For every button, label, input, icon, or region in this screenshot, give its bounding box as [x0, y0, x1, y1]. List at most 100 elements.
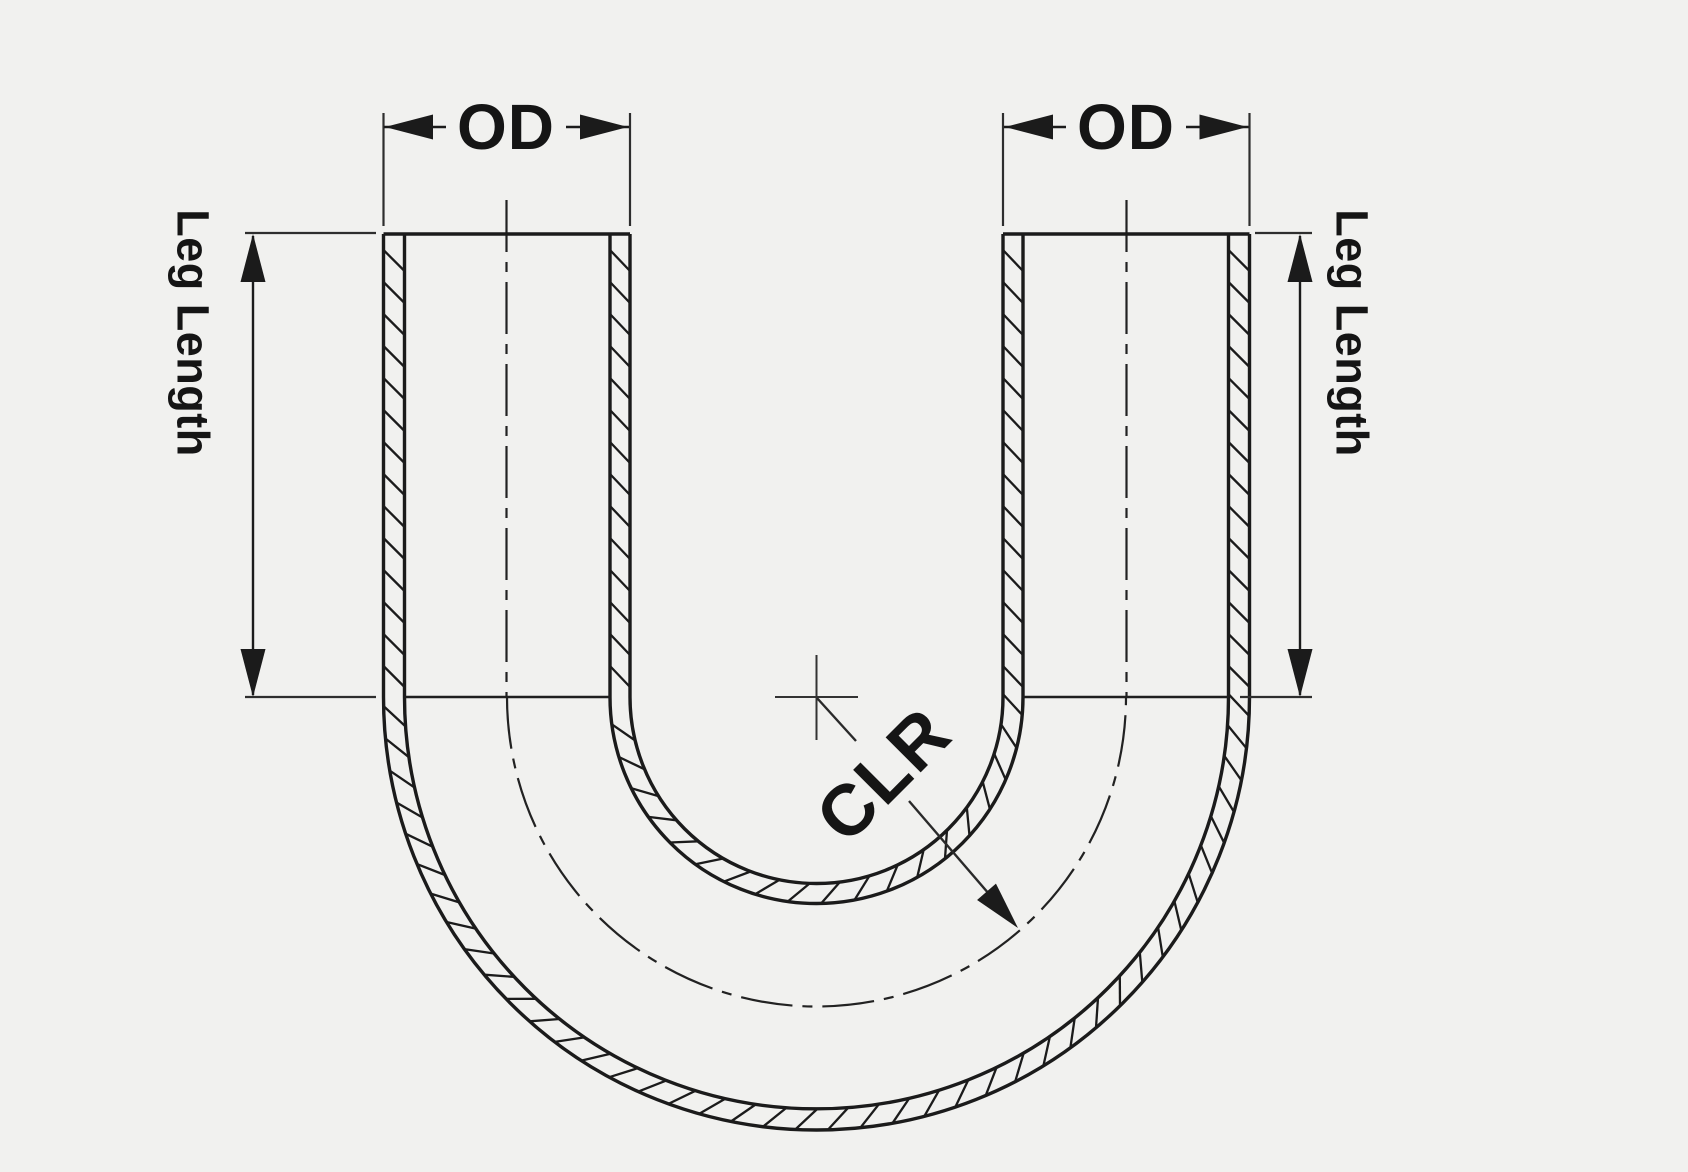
- hatch-mark: [730, 1103, 757, 1123]
- hatch-mark: [1227, 505, 1251, 528]
- hatch-mark: [1002, 409, 1024, 432]
- hatch-mark: [609, 377, 631, 400]
- hatch-mark: [1217, 785, 1235, 813]
- tube-outer-edge: [381, 234, 1252, 1132]
- dimension-arrow-icon: [977, 883, 1028, 937]
- hatch-mark: [1002, 665, 1024, 688]
- hatch-mark: [581, 1052, 611, 1062]
- hatch-mark: [695, 857, 724, 866]
- hatch-mark: [1187, 873, 1199, 903]
- dimension-arrow-icon: [1287, 234, 1313, 282]
- hatch-mark: [984, 1067, 998, 1097]
- hatch-mark: [965, 807, 971, 836]
- hatch-mark: [609, 601, 631, 624]
- hatch-mark: [981, 781, 992, 810]
- hatch-mark: [923, 1089, 940, 1117]
- hatch-mark: [609, 633, 631, 656]
- hatch-mark: [630, 787, 659, 798]
- hatch-mark: [637, 1079, 667, 1093]
- hatch-mark: [384, 737, 410, 759]
- hatch-mark: [446, 920, 476, 930]
- hatch-mark: [609, 345, 631, 368]
- od-label-left: OD: [457, 91, 555, 163]
- hatch-mark: [1002, 537, 1024, 560]
- hatch-mark: [1156, 927, 1164, 958]
- hatch-mark: [1002, 345, 1024, 368]
- hatch-mark: [382, 441, 406, 464]
- hatch-mark: [667, 1089, 696, 1105]
- hatch-mark: [1002, 473, 1024, 496]
- hatch-mark: [382, 345, 406, 368]
- hatch-mark: [794, 1108, 818, 1131]
- bend-centerline-arc: [505, 696, 1128, 1008]
- hatch-mark: [885, 864, 899, 892]
- hatch-mark: [1013, 1052, 1025, 1083]
- hatch-mark: [1227, 441, 1251, 464]
- hatch-mark: [1227, 601, 1251, 624]
- hatch-mark: [382, 705, 407, 728]
- hatch-mark: [609, 281, 631, 304]
- hatch-mark: [1069, 1017, 1076, 1048]
- hatch-mark: [382, 633, 406, 656]
- hatch-mark: [1223, 755, 1243, 782]
- hatch-mark: [859, 1103, 880, 1129]
- leg-length-dimension-right: Leg Length: [1287, 209, 1378, 697]
- hatch-mark: [609, 441, 631, 464]
- od-right-text-mask: [1066, 98, 1186, 154]
- leg-length-label-right: Leg Length: [1327, 209, 1378, 456]
- hatch-mark: [1002, 249, 1024, 272]
- hatch-mark: [1227, 537, 1251, 560]
- hatch-mark: [1227, 409, 1251, 432]
- hatch-mark: [1227, 665, 1251, 688]
- hatch-mark: [891, 1097, 911, 1124]
- hatch-mark: [609, 569, 631, 592]
- extension-lines: [245, 113, 1312, 699]
- hatch-mark: [1227, 569, 1251, 592]
- hatch-mark: [1199, 844, 1214, 874]
- hatch-mark: [416, 863, 446, 877]
- hatch-mark: [754, 878, 781, 896]
- dimension-arrow-icon: [240, 649, 266, 697]
- hatch-mark: [1138, 952, 1144, 983]
- dimension-arrow-icon: [1199, 114, 1248, 140]
- hatch-mark: [1002, 633, 1024, 656]
- hatch-mark: [820, 881, 841, 905]
- hatch-mark: [382, 249, 406, 272]
- dimension-arrow-icon: [1287, 649, 1313, 697]
- hatch-mark: [993, 753, 1007, 781]
- hatch-mark: [464, 947, 495, 955]
- hatch-mark: [609, 505, 631, 528]
- hatch-mark: [1227, 313, 1251, 336]
- hatch-mark: [1227, 377, 1251, 400]
- hatch-mark: [698, 1097, 726, 1115]
- hatch-mark: [529, 1017, 560, 1023]
- hatch-mark: [611, 723, 636, 742]
- hatch-mark: [1227, 693, 1250, 717]
- bend-center-cross-icon: [775, 655, 858, 740]
- hatch-mark: [1227, 633, 1251, 656]
- hatch-mark: [609, 473, 631, 496]
- hatch-mark: [1002, 441, 1024, 464]
- hatch-mark: [669, 840, 699, 844]
- hatch-mark: [608, 1067, 639, 1079]
- hatch-mark: [723, 870, 752, 883]
- section-hatching: [382, 249, 1251, 1131]
- hatch-mark: [382, 377, 406, 400]
- hatch-mark: [1227, 345, 1251, 368]
- hatch-mark: [395, 801, 424, 819]
- od-dimension-left: OD: [384, 91, 629, 163]
- hatch-mark: [954, 1079, 970, 1108]
- tube-centerlines: [505, 200, 1128, 1008]
- hatch-mark: [826, 1107, 849, 1131]
- hatch-mark: [382, 569, 406, 592]
- hatch-mark: [1002, 313, 1024, 336]
- hatch-mark: [1002, 505, 1024, 528]
- leg-length-label-left: Leg Length: [168, 209, 219, 456]
- hatch-mark: [1002, 601, 1024, 624]
- hatch-mark: [382, 601, 406, 624]
- hatch-mark: [648, 815, 677, 822]
- hatch-mark: [787, 882, 811, 903]
- hatch-mark: [1002, 281, 1024, 304]
- hatch-mark: [1209, 815, 1226, 844]
